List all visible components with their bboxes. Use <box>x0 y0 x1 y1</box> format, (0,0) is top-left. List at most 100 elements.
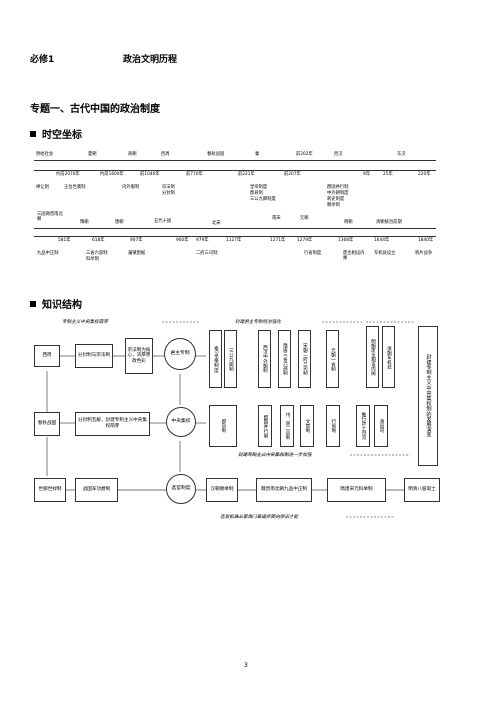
item-label: 宗法制 <box>162 185 175 190</box>
era-label: 北宋 <box>212 221 221 226</box>
date-label: 1840年 <box>418 238 434 243</box>
col-yuan: 元朝一省制 <box>326 330 339 388</box>
bullet-square-icon <box>30 131 36 137</box>
bullet-square-icon <box>30 301 36 307</box>
era-label: 原始社会 <box>36 152 54 157</box>
mid-junxian: 郡县制 <box>209 405 237 447</box>
era-label: 明朝 <box>344 220 353 225</box>
box-chunqiu: 春秋战国 <box>34 412 60 436</box>
date-label: 前770年 <box>186 172 203 177</box>
col-suitang: 隋唐三省六部制 <box>278 330 291 388</box>
right-column: 封建专制主义中央集权制的发展演变 <box>418 326 438 466</box>
circle-zhongyang: 中央集权 <box>166 407 196 437</box>
top-left-label: 专制主义中央集权萌芽 <box>62 320 108 325</box>
era-label: 隋朝 <box>80 220 89 225</box>
date-label: 前1046年 <box>140 172 160 177</box>
era-label: 商朝 <box>128 152 137 157</box>
mid-last: 清设司 <box>374 405 388 447</box>
era-label: 元朝 <box>300 216 309 221</box>
box-fenfeng-break: 分封制瓦解，封建专制主义中央集权萌芽 <box>75 412 150 436</box>
item-label: 郡国并行制 <box>327 185 349 190</box>
mid-junguo: 郡国并行制 <box>258 405 272 447</box>
item-label: 废丞相设内阁 <box>343 251 365 261</box>
col-mingqing: 明朝废丞相设内阁 <box>366 326 379 388</box>
item-label: 藩镇割据 <box>128 251 146 256</box>
item-label: 王位世袭制 <box>64 185 86 190</box>
era-label: 三国两晋南北朝 <box>37 212 63 222</box>
mid-xingsheng: 行省制 <box>326 405 340 447</box>
era-label: 西汉 <box>334 152 343 157</box>
era-label: 前202年 <box>296 152 313 157</box>
box-shijing: 世卿世禄制 <box>34 478 66 502</box>
date-label: 25年 <box>383 172 393 177</box>
item-label: 军机处设立 <box>374 251 396 256</box>
era-label: 唐朝 <box>115 220 124 225</box>
era-label: 清朝统治前期 <box>376 220 402 225</box>
item-label: 郡县制 <box>250 191 263 196</box>
col-qing: 清朝军机处 <box>382 326 395 388</box>
item-label: 内外服制 <box>122 185 140 190</box>
box-fenfeng: 分封制与宗法制 <box>75 344 113 368</box>
era-label: 东汉 <box>397 152 406 157</box>
mid-zhou: 州、道二县制 <box>280 405 294 447</box>
date-label: 1127年 <box>226 238 242 243</box>
col-qin-2: 三公九卿制 <box>224 330 237 388</box>
box-zhanguo: 战国军功爵制 <box>75 478 118 502</box>
date-label: 1271年 <box>270 238 286 243</box>
item-label: 行省制度 <box>304 251 322 256</box>
era-label: 夏朝 <box>88 152 97 157</box>
era-label: 春秋战国 <box>207 152 225 157</box>
col-qin: 秦⊙皇帝制度 <box>209 330 222 388</box>
date-label: 1368年 <box>338 238 354 243</box>
circle-xuanguan: 选官制度 <box>166 474 196 504</box>
item-label: 二府三司制 <box>196 251 218 256</box>
mid-zhisheng: 推行改土归流 <box>356 405 370 447</box>
box-han: 汉朝察举制 <box>206 478 238 502</box>
era-label: 西周 <box>161 152 170 157</box>
date-label: 907年 <box>130 238 143 243</box>
box-zongfa: 宗法制为核心，浓厚原政色彩 <box>125 338 153 374</box>
top-mid-label: 封建君主专制统治强化 <box>235 320 281 325</box>
item-label: 察举制 <box>327 203 340 208</box>
era-label: 五代十国 <box>154 219 172 224</box>
item-label: 中外朝制度 <box>327 191 349 196</box>
item-label: 刺史制度 <box>327 197 345 202</box>
date-label: 前207年 <box>284 172 301 177</box>
subheading-structure: 知识结构 <box>30 296 82 311</box>
date-label: 220年 <box>418 172 431 177</box>
box-suitang: 隋唐宋元科举制 <box>327 478 386 502</box>
date-label: 1279年 <box>297 238 313 243</box>
box-xizhou: 西周 <box>34 345 60 367</box>
item-label: 禅让制 <box>36 185 49 190</box>
item-label: 皇帝制度 <box>250 185 268 190</box>
circle-junzhu: 君主专制 <box>164 338 196 370</box>
date-label: 979年 <box>196 238 209 243</box>
date-label: 9年 <box>363 172 371 177</box>
bottom-band-label: 封建专制主义中央集权制进一步加强 <box>238 453 312 458</box>
col-xihan: 西汉中外朝制 <box>258 330 271 388</box>
item-label: 三公九卿制度 <box>250 197 276 202</box>
section-title: 专题一、古代中国的政治制度 <box>30 104 160 115</box>
item-label: 科举制 <box>86 257 99 262</box>
date-label: 约前2070年 <box>56 172 80 177</box>
date-label: 约前1600年 <box>100 172 124 177</box>
box-weijin: 魏晋南北朝九品中正制 <box>256 478 312 502</box>
date-label: 618年 <box>92 238 105 243</box>
era-label: 南宋 <box>272 216 281 221</box>
bottom-caption: 选官标准从家世门第逐步转向学识才能 <box>220 515 299 520</box>
date-label: 581年 <box>58 238 71 243</box>
era-label: 秦 <box>255 152 260 157</box>
page-number: 3 <box>244 662 248 669</box>
date-label: 前221年 <box>238 172 255 177</box>
date-label: 1644年 <box>374 238 390 243</box>
mid-wen: 文官制 <box>300 405 314 447</box>
item-label: 九品中正制 <box>37 251 59 256</box>
item-label: 分封制 <box>162 191 175 196</box>
item-label: 三省六部制 <box>86 251 108 256</box>
col-song: 宋朝二府三司制 <box>298 330 311 388</box>
subheading-timeline: 时空坐标 <box>30 126 82 141</box>
item-label: 鸦片战争 <box>415 251 433 256</box>
box-mingqing: 明清八股取士 <box>404 478 440 502</box>
chapter-title: 政治文明历程 <box>123 55 178 65</box>
date-label: 960年 <box>176 238 189 243</box>
